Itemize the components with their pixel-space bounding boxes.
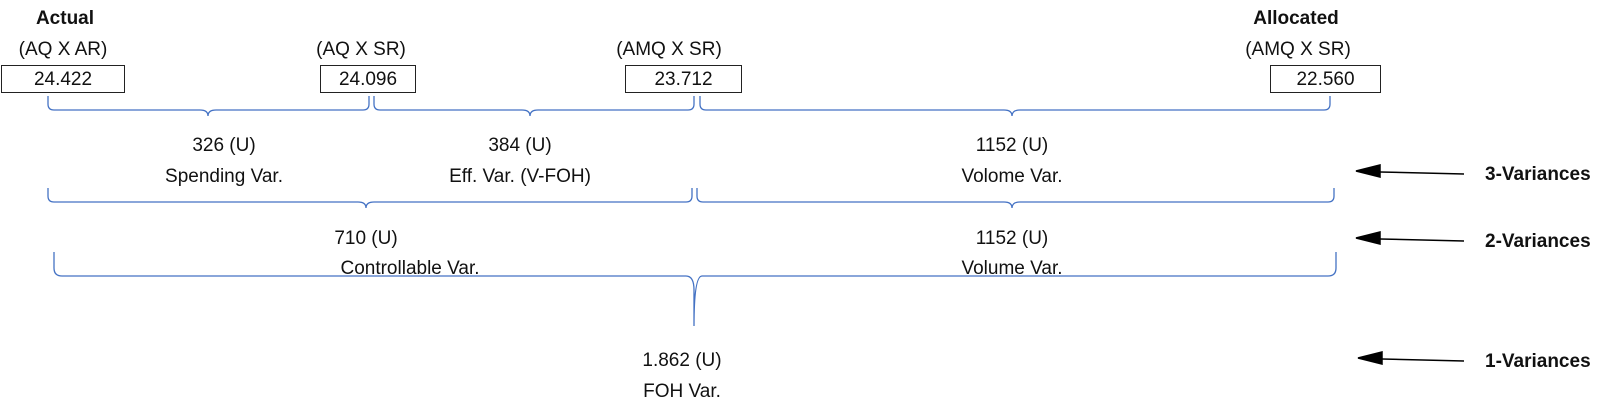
brace-total xyxy=(53,252,1337,327)
arrow-1-variances-line xyxy=(1381,358,1465,362)
controllable-var-name: Controllable Var. xyxy=(340,258,480,279)
volume-var-3-amount: 1152 (U) xyxy=(975,135,1049,156)
spending-var-name: Spending Var. xyxy=(165,166,283,187)
value-box-aq-sr: 24.096 xyxy=(320,65,416,93)
value-box-allocated: 22.560 xyxy=(1270,65,1381,93)
arrow-3-variances-head xyxy=(1355,164,1381,178)
controllable-var-amount: 710 (U) xyxy=(334,228,398,249)
volume-var-2-name: Volume Var. xyxy=(961,258,1063,279)
formula-aq-ar: (AQ X AR) xyxy=(18,39,108,60)
actual-header: Actual xyxy=(35,8,95,29)
formula-amq-sr-allocated: (AMQ X SR) xyxy=(1245,39,1351,60)
foh-var-amount: 1.862 (U) xyxy=(642,350,722,371)
three-variances-label: 3-Variances xyxy=(1485,164,1591,185)
brace-spending xyxy=(47,96,370,117)
formula-amq-sr: (AMQ X SR) xyxy=(616,39,722,60)
brace-controllable xyxy=(47,188,693,209)
brace-volume-3 xyxy=(699,96,1331,117)
arrow-2-variances-line xyxy=(1379,238,1465,242)
one-variance-label: 1-Variances xyxy=(1485,351,1591,372)
efficiency-var-name: Eff. Var. (V-FOH) xyxy=(449,166,591,187)
allocated-header: Allocated xyxy=(1253,8,1339,29)
spending-var-amount: 326 (U) xyxy=(192,135,256,156)
value-box-actual: 24.422 xyxy=(1,65,125,93)
foh-var-name: FOH Var. xyxy=(643,381,721,402)
volume-var-2-amount: 1152 (U) xyxy=(975,228,1049,249)
value-box-amq-sr: 23.712 xyxy=(625,65,742,93)
arrow-3-variances-line xyxy=(1379,171,1465,175)
arrow-1-variances-head xyxy=(1357,351,1383,365)
efficiency-var-amount: 384 (U) xyxy=(488,135,552,156)
brace-efficiency xyxy=(373,96,695,117)
brace-volume-2 xyxy=(696,188,1335,209)
formula-aq-sr: (AQ X SR) xyxy=(316,39,406,60)
two-variances-label: 2-Variances xyxy=(1485,231,1591,252)
volume-var-3-name: Volome Var. xyxy=(961,166,1063,187)
arrow-2-variances-head xyxy=(1355,231,1381,245)
